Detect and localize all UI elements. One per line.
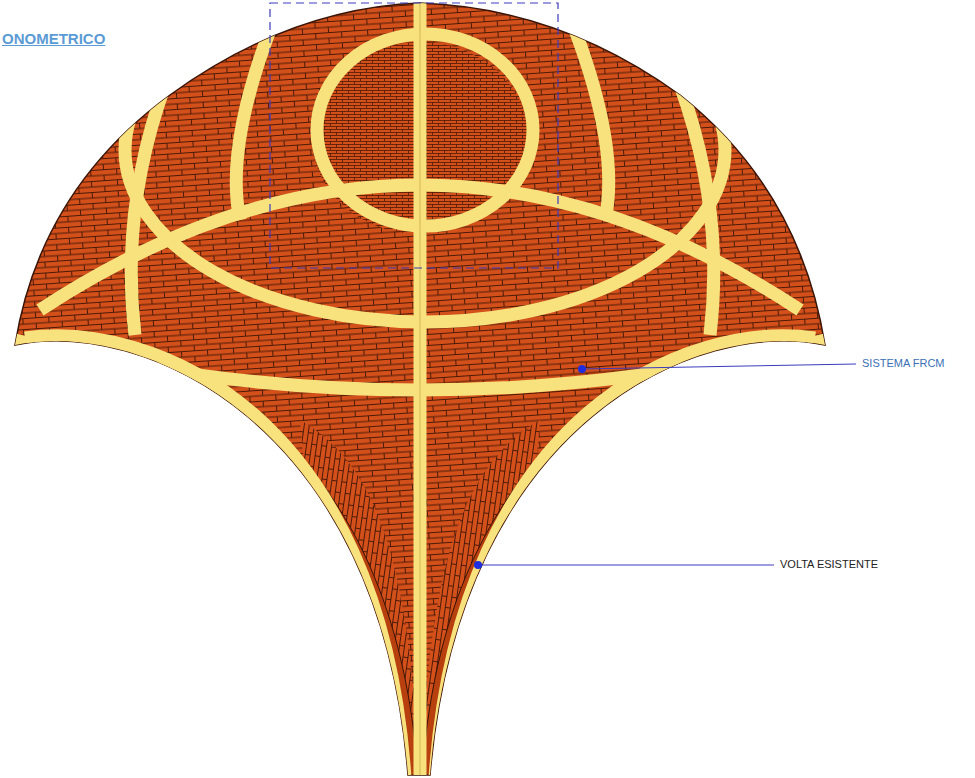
callout-label: VOLTA ESISTENTE [780, 558, 878, 570]
drawing-title: ONOMETRICO [2, 30, 105, 47]
callout-label: SISTEMA FRCM [862, 357, 945, 369]
